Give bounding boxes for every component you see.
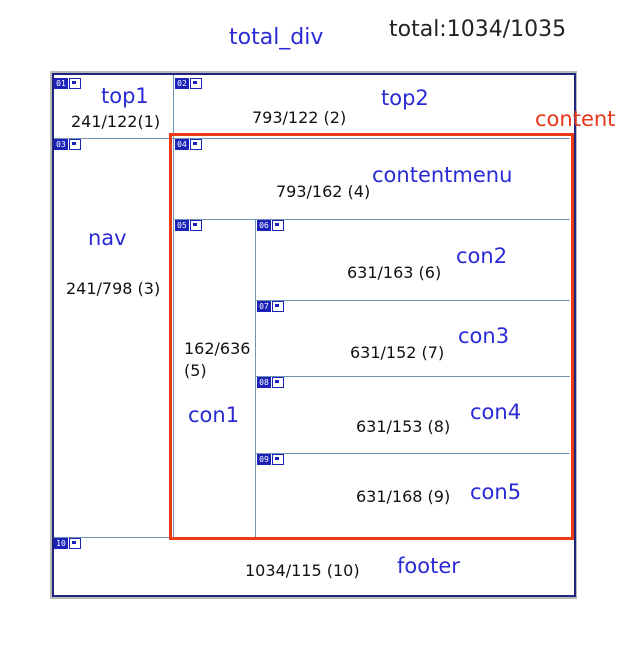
box-dims-top1: 241/122(1) [71,112,161,131]
box-dims-con1-index: (5) [184,361,207,380]
divider-con2-bottom [256,300,570,301]
box-dims-con1: 162/636 [184,339,251,358]
box-name-contentmenu: contentmenu [372,163,513,187]
total-size-label: total:1034/1035 [389,17,567,42]
box-tag-09: 09 [257,454,284,465]
divider-top-row [54,138,570,139]
image-placeholder-icon [272,301,284,312]
box-number: 08 [257,377,271,388]
box-name-con4: con4 [470,400,522,424]
box-number: 09 [257,454,271,465]
image-placeholder-icon [69,139,81,150]
divider-con4-bottom [256,453,570,454]
box-number: 04 [175,139,189,150]
image-placeholder-icon [190,78,202,89]
box-name-con3: con3 [458,324,510,348]
box-tag-07: 07 [257,301,284,312]
diagram-title: total_div [229,25,324,50]
box-name-top1: top1 [101,84,149,108]
box-tag-10: 10 [54,538,81,549]
box-name-nav: nav [88,226,127,250]
box-number: 05 [175,220,189,231]
total-div-frame [52,73,576,597]
image-placeholder-icon [272,220,284,231]
box-number: 02 [175,78,189,89]
box-tag-06: 06 [257,220,284,231]
box-dims-nav: 241/798 (3) [66,279,161,298]
box-number: 01 [54,78,68,89]
box-tag-01: 01 [54,78,81,89]
box-name-con2: con2 [456,244,508,268]
image-placeholder-icon [69,538,81,549]
box-dims-con2: 631/163 (6) [347,263,442,282]
box-name-top2: top2 [381,86,429,110]
divider-con3-bottom [256,376,570,377]
box-number: 07 [257,301,271,312]
box-tag-04: 04 [175,139,202,150]
image-placeholder-icon [272,377,284,388]
box-number: 03 [54,139,68,150]
box-tag-03: 03 [54,139,81,150]
box-tag-02: 02 [175,78,202,89]
content-label: content [535,107,616,131]
image-placeholder-icon [190,220,202,231]
image-placeholder-icon [190,139,202,150]
image-placeholder-icon [69,78,81,89]
divider-con1-right [255,219,256,538]
box-dims-footer: 1034/115 (10) [245,561,360,580]
box-dims-con3: 631/152 (7) [350,343,445,362]
box-name-footer: footer [397,554,460,578]
box-dims-con5: 631/168 (9) [356,487,451,506]
content-outline [169,133,574,540]
image-placeholder-icon [272,454,284,465]
box-tag-05: 05 [175,220,202,231]
box-dims-top2: 793/122 (2) [252,108,347,127]
box-number: 10 [54,538,68,549]
box-dims-con4: 631/153 (8) [356,417,451,436]
box-tag-08: 08 [257,377,284,388]
divider-nav-right [173,75,174,538]
divider-contentmenu-bottom [174,219,570,220]
box-dims-contentmenu: 793/162 (4) [276,182,371,201]
box-name-con1: con1 [188,403,240,427]
box-name-con5: con5 [470,480,522,504]
box-number: 06 [257,220,271,231]
